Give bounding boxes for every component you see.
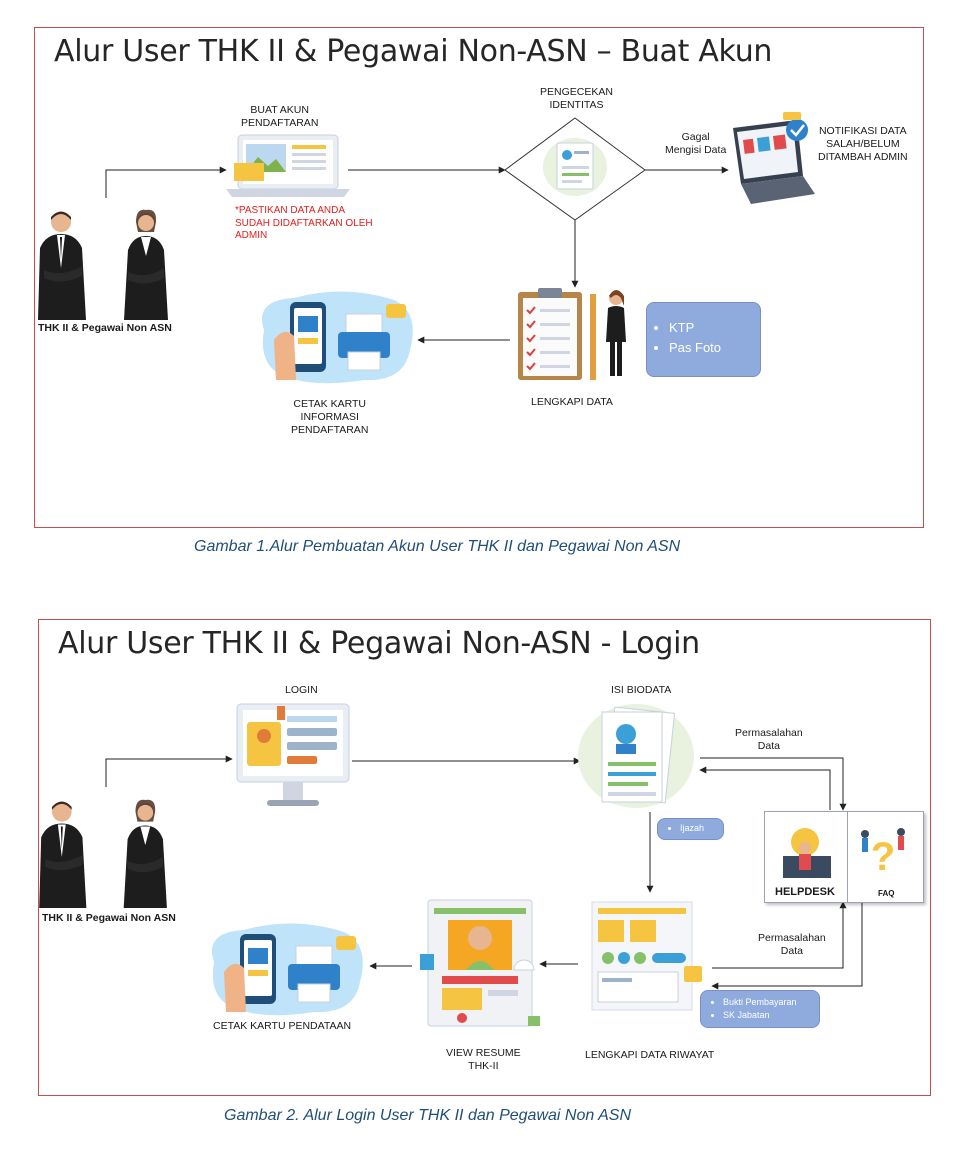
doc-item-ijazah: Ijazah <box>680 823 723 833</box>
step-cetak-label-2: CETAK KARTU PENDATAAN <box>213 1020 352 1032</box>
laptop-signup-illustration <box>226 134 350 197</box>
riwayat-form-illustration <box>591 901 702 1011</box>
faq-label: FAQ <box>878 889 895 898</box>
step-isi-biodata-label: ISI BIODATA <box>611 684 672 696</box>
step-lengkapi-label: LENGKAPI DATA <box>531 396 613 408</box>
ijazah-box: Ijazah <box>657 818 724 840</box>
helpdesk-label: HELPDESK <box>775 886 835 898</box>
doc-item-bukti-pembayaran: Bukti Pembayaran <box>723 996 819 1009</box>
login-monitor-illustration <box>236 703 350 806</box>
actor-label-2: THK II & Pegawai Non ASN <box>42 912 176 924</box>
diagram-1-frame <box>34 27 924 528</box>
doc-item-sk-jabatan: SK Jabatan <box>723 1009 819 1022</box>
print-card-illustration-2 <box>212 923 363 1016</box>
caption-1: Gambar 1.Alur Pembuatan Akun User THK II… <box>194 538 681 555</box>
step-login-label: LOGIN <box>285 684 318 696</box>
helpdesk-faq-illustration: ? <box>783 812 905 902</box>
step-lengkapi-riwayat-label: LENGKAPI DATA RIWAYAT <box>585 1049 715 1061</box>
actor-label-1: THK II & Pegawai Non ASN <box>38 322 172 334</box>
diagram-1-title: Alur User THK II & Pegawai Non-ASN – Bua… <box>54 34 773 69</box>
identity-check-icon <box>543 138 607 196</box>
diagram-2-title: Alur User THK II & Pegawai Non-ASN - Log… <box>58 626 700 661</box>
helpdesk-faq-panel: ? HELPDESK FAQ <box>764 811 924 903</box>
biodata-form-illustration <box>578 704 694 808</box>
arrow-actor-to-buat-akun <box>105 166 227 198</box>
actors-illustration-2 <box>39 799 167 908</box>
clipboard-checklist-illustration <box>518 288 626 380</box>
doc-item-ktp: KTP <box>669 318 760 338</box>
notification-laptop-illustration <box>733 112 815 204</box>
caption-2: Gambar 2. Alur Login User THK II dan Peg… <box>224 1107 631 1124</box>
doc-item-pas-foto: Pas Foto <box>669 338 760 358</box>
svg-text:?: ? <box>871 835 895 879</box>
required-docs-box: KTP Pas Foto <box>646 302 761 377</box>
print-card-illustration-1 <box>262 291 413 384</box>
riwayat-docs-box: Bukti Pembayaran SK Jabatan <box>700 990 820 1028</box>
actors-illustration-1 <box>38 209 168 320</box>
view-resume-illustration <box>420 899 540 1027</box>
